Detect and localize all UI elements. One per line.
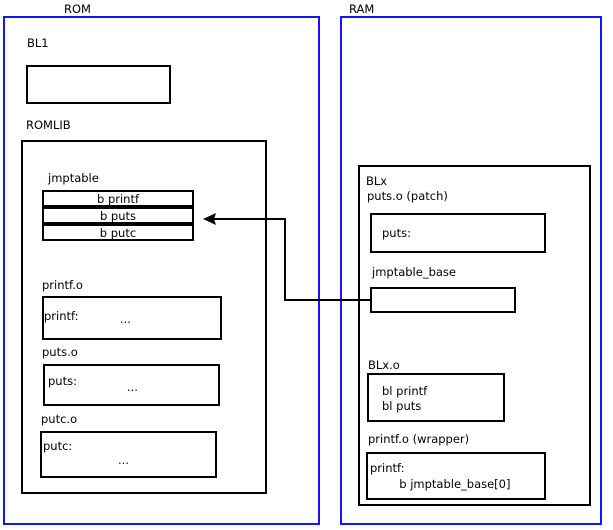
romlib-label: ROMLIB (26, 118, 71, 132)
jmptable-entry-printf-text: b printf (96, 191, 140, 206)
jmptable-entry-printf: b printf (42, 190, 194, 207)
puts-o-symbol: puts: (48, 374, 77, 388)
blx-label: BLx (366, 174, 388, 188)
printf-o-box (42, 296, 222, 340)
bl1-label: BL1 (27, 36, 49, 50)
puts-o-label: puts.o (42, 345, 78, 359)
printf-o-wrapper-label: printf.o (wrapper) (368, 432, 470, 446)
rom-region (3, 16, 320, 525)
printf-o-symbol: printf: (44, 309, 79, 323)
printf-o-wrapper-line-2: b jmptable_base[0] (370, 477, 511, 491)
blx-o-label: BLx.o (368, 358, 400, 372)
putc-o-box (40, 431, 217, 478)
printf-o-wrapper-line-1: printf: (370, 461, 405, 475)
blx-o-box (367, 373, 505, 422)
puts-o-patch-box (370, 213, 546, 253)
putc-o-label: putc.o (41, 412, 78, 426)
putc-o-symbol: putc: (43, 439, 73, 453)
blx-o-line-1: bl printf (382, 384, 428, 398)
jmptable-base-to-puts-arrow (210, 218, 370, 301)
ram-region (340, 16, 602, 525)
ram-region-title: RAM (349, 2, 375, 16)
jmptable-base-box (370, 287, 516, 313)
puts-o-box (43, 364, 220, 406)
printf-o-body: ... (120, 312, 131, 326)
puts-o-body: ... (127, 380, 138, 394)
puts-o-patch-label: puts.o (patch) (367, 189, 448, 203)
jmptable-label: jmptable (48, 171, 99, 185)
jmptable-entry-puts: b puts (42, 207, 194, 224)
rom-region-title: ROM (64, 2, 91, 16)
jmptable-entry-puts-text: b puts (99, 208, 137, 223)
printf-o-wrapper-box (366, 452, 546, 500)
jmptable-base-label: jmptable_base (372, 265, 456, 279)
jmptable-entry-putc-text: b putc (99, 225, 137, 240)
jmptable-entry-putc: b putc (42, 224, 194, 241)
bl1-box (26, 65, 171, 104)
printf-o-label: printf.o (42, 278, 83, 292)
putc-o-body: ... (118, 453, 129, 467)
blx-o-line-2: bl puts (382, 399, 422, 413)
puts-o-patch-symbol: puts: (382, 226, 411, 240)
arrowhead-icon (203, 213, 216, 225)
